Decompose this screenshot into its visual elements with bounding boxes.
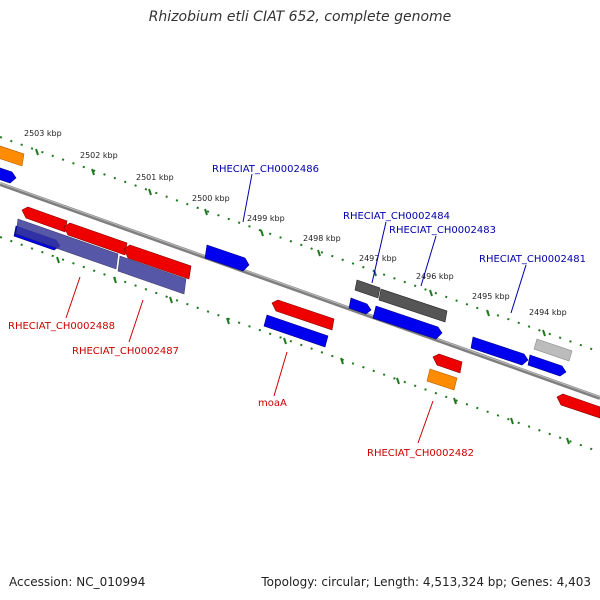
kbp-label: 2503 kbp: [24, 129, 62, 138]
forward-gene-block[interactable]: [372, 305, 443, 340]
forward-gene-labels: RHECIAT_CH0002486 RHECIAT_CH0002484 RHEC…: [212, 164, 586, 265]
kbp-label: 2498 kbp: [303, 234, 341, 243]
gene-label-forward[interactable]: RHECIAT_CH0002484: [343, 211, 450, 222]
forward-gene-block[interactable]: [470, 336, 529, 366]
gene-label-reverse[interactable]: RHECIAT_CH0002487: [72, 346, 179, 357]
gene-label-reverse[interactable]: moaA: [258, 398, 287, 409]
kbp-label: 2494 kbp: [529, 308, 567, 317]
orange-gene-block[interactable]: [426, 368, 458, 391]
pseudo-gene-block[interactable]: [378, 288, 448, 323]
genome-backbone: [0, 182, 600, 400]
pseudo-gene-block[interactable]: [533, 338, 573, 362]
gene-blocks: [0, 144, 600, 419]
reverse-gene-block[interactable]: [432, 353, 463, 374]
reverse-gene-block[interactable]: [271, 299, 335, 331]
kbp-label: 2496 kbp: [416, 272, 454, 281]
inner-dotted-track: [0, 236, 600, 453]
reverse-gene-block[interactable]: [63, 222, 128, 256]
gene-label-forward[interactable]: RHECIAT_CH0002483: [389, 225, 496, 236]
forward-gene-block[interactable]: [0, 166, 17, 184]
forward-gene-block[interactable]: [527, 354, 567, 377]
kbp-label: 2502 kbp: [80, 151, 118, 160]
genome-summary-text: Topology: circular; Length: 4,513,324 bp…: [261, 575, 591, 589]
outer-major-ticks: [35, 148, 546, 337]
reverse-leader-lines: [65, 276, 434, 444]
gene-label-reverse[interactable]: RHECIAT_CH0002482: [367, 448, 474, 459]
kbp-label: 2500 kbp: [192, 194, 230, 203]
rna-gene-block[interactable]: [15, 218, 119, 270]
inner-major-ticks: [56, 256, 570, 445]
kbp-label: 2495 kbp: [472, 292, 510, 301]
kbp-label: 2499 kbp: [247, 214, 285, 223]
forward-leader-lines: [242, 173, 527, 314]
pseudo-gene-block[interactable]: [354, 279, 381, 299]
reverse-gene-block[interactable]: [123, 244, 192, 280]
accession-text: Accession: NC_010994: [9, 575, 146, 589]
gene-label-reverse[interactable]: RHECIAT_CH0002488: [8, 321, 115, 332]
forward-gene-block[interactable]: [204, 244, 250, 272]
forward-gene-block[interactable]: [348, 297, 372, 315]
reverse-gene-block[interactable]: [556, 393, 600, 419]
map-title: Rhizobium etli CIAT 652, complete genome: [148, 9, 452, 25]
forward-gene-block[interactable]: [263, 314, 329, 348]
reverse-gene-labels: RHECIAT_CH0002488 RHECIAT_CH0002487 moaA…: [8, 321, 474, 459]
gene-label-forward[interactable]: RHECIAT_CH0002481: [479, 254, 586, 265]
kbp-label: 2501 kbp: [136, 173, 174, 182]
gene-label-forward[interactable]: RHECIAT_CH0002486: [212, 164, 319, 175]
rna-gene-block[interactable]: [117, 255, 187, 295]
orange-gene-block[interactable]: [0, 144, 25, 167]
reverse-gene-block[interactable]: [21, 206, 68, 233]
